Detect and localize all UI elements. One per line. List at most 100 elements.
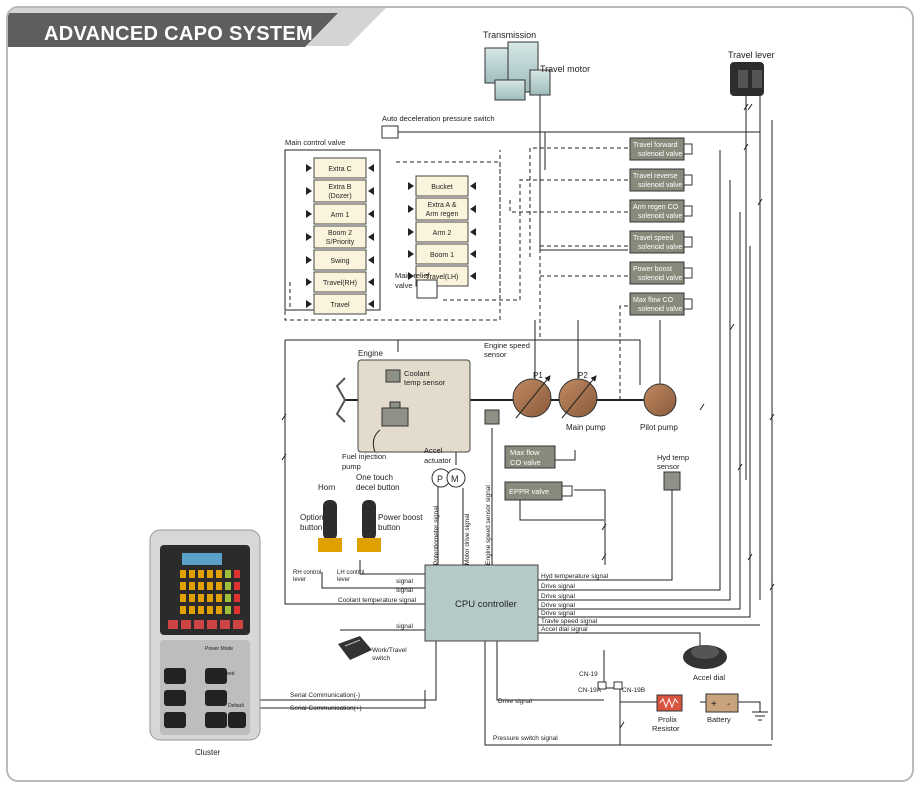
rh-lever-label: RH control bbox=[293, 570, 321, 576]
p1-label: P1 bbox=[533, 371, 543, 380]
solenoid-label-2: solenoid valve bbox=[638, 182, 682, 189]
accel-dial-signal-label: Accel dial signal bbox=[541, 626, 588, 633]
fuel-injection-label: Fuel injection bbox=[342, 452, 386, 461]
engine-speed-label-2: sensor bbox=[484, 350, 507, 359]
solenoid-label-2: solenoid valve bbox=[638, 213, 682, 220]
travel-lever-icon bbox=[730, 62, 764, 96]
fuel-injection-label-2: pump bbox=[342, 462, 361, 471]
solenoid-label: Travel reverse bbox=[633, 173, 678, 180]
signal-label-2: signal bbox=[396, 587, 414, 594]
left-spool-label: Extra C bbox=[328, 166, 351, 173]
rh-lever-label-2: lever bbox=[293, 577, 306, 583]
serial-minus-label: Serial Communication(-) bbox=[290, 692, 360, 699]
hyd-temp-signal-label: Hyd temperature signal bbox=[541, 573, 609, 580]
pm-m-label: M bbox=[451, 474, 459, 484]
solenoid-label: Power boost bbox=[633, 266, 672, 273]
work-travel-label-2: switch bbox=[372, 655, 390, 662]
engine-speed-label: Engine speed bbox=[484, 341, 530, 350]
right-spool-label: Extra A & bbox=[428, 202, 457, 209]
main-relief-label-2: valve bbox=[395, 281, 413, 290]
cluster-default: Default bbox=[228, 703, 244, 709]
coolant-label: Coolant bbox=[404, 369, 431, 378]
left-spool-stack: Extra C Extra B (Dozer) Arm 1 Boom 2 S/Priori… bbox=[306, 158, 374, 314]
ground-icon bbox=[752, 712, 768, 720]
left-spool-label: S/Priority bbox=[326, 239, 355, 246]
solenoid-label-2: solenoid valve bbox=[638, 151, 682, 158]
left-spool-label: Arm 1 bbox=[331, 212, 350, 219]
power-boost-label-2: button bbox=[378, 523, 400, 532]
transmission-label: Transmission bbox=[483, 30, 536, 40]
engine-speed-signal-label: Engine speed sensor signal bbox=[485, 485, 492, 565]
hyd-temp-label-2: sensor bbox=[657, 462, 680, 471]
pilot-pump bbox=[644, 384, 676, 416]
left-spool-label: Travel(RH) bbox=[323, 280, 357, 287]
coolant-temp-signal-label: Coolant temperature signal bbox=[338, 597, 417, 604]
work-travel-switch-icon bbox=[338, 636, 372, 660]
right-spool-label: Arm 2 bbox=[433, 230, 452, 237]
engine-fan-icon bbox=[337, 378, 345, 422]
serial-plus-label: Serial Communication(+) bbox=[290, 705, 362, 712]
horn-label: Horn bbox=[318, 483, 335, 492]
right-spool-label: Arm regen bbox=[426, 211, 459, 218]
pressure-switch-signal-label: Pressure switch signal bbox=[493, 735, 558, 742]
travel-motor-label: Travel motor bbox=[540, 64, 590, 74]
max-flow-co-label: Max flow bbox=[510, 448, 540, 457]
prolix-resistor bbox=[657, 695, 682, 711]
main-relief-label: Main relief bbox=[395, 271, 431, 280]
solenoid-label: Travel forward bbox=[633, 142, 678, 149]
battery-minus: - bbox=[727, 699, 730, 710]
coolant-sensor bbox=[386, 370, 400, 382]
one-touch-label: One touch bbox=[356, 473, 393, 482]
solenoid-label-2: solenoid valve bbox=[638, 244, 682, 251]
potentiometer-signal-label: Potentiometer signal bbox=[433, 505, 440, 565]
auto-decel-switch bbox=[382, 126, 398, 138]
pilot-pump-label: Pilot pump bbox=[640, 423, 678, 432]
auto-decel-switch-label: Auto deceleration pressure switch bbox=[382, 114, 495, 123]
left-spool-label: Swing bbox=[330, 258, 349, 265]
engine-speed-sensor bbox=[485, 410, 499, 424]
pm-p-label: P bbox=[437, 474, 443, 484]
battery-plus: + bbox=[711, 699, 717, 710]
drive-signal-label-4: Drive signal bbox=[541, 610, 576, 617]
power-boost-label: Power boost bbox=[378, 513, 423, 522]
left-spool-label: Extra B bbox=[329, 184, 352, 191]
eppr-label: EPPR valve bbox=[509, 487, 549, 496]
travel-speed-signal-label: Travle speed signal bbox=[541, 618, 598, 625]
left-spool-label: (Dozer) bbox=[328, 193, 351, 200]
option-label: Option bbox=[300, 513, 324, 522]
p2-label: P2 bbox=[578, 371, 588, 380]
lh-lever-label: LH control bbox=[337, 570, 364, 576]
motor-drive-signal-label: Motor drive signal bbox=[464, 513, 471, 565]
drive-signal-label-1: Drive signal bbox=[541, 583, 576, 590]
solenoid-label: Travel speed bbox=[633, 235, 673, 242]
accel-actuator-label-2: actuator bbox=[424, 456, 452, 465]
main-control-valve-label: Main control valve bbox=[285, 138, 345, 147]
cluster-travel-speed: Travel Speed bbox=[205, 671, 235, 677]
cpu-controller-label: CPU controller bbox=[455, 599, 517, 610]
battery-label: Battery bbox=[707, 715, 731, 724]
accel-dial-label: Accel dial bbox=[693, 673, 725, 682]
coolant-label-2: temp sensor bbox=[404, 378, 446, 387]
max-flow-co-label-2: CO valve bbox=[510, 458, 541, 467]
solenoid-label-2: solenoid valve bbox=[638, 306, 682, 313]
signal-label-3: signal bbox=[396, 623, 414, 630]
left-spool-label: Travel bbox=[330, 302, 350, 309]
hyd-temp-label: Hyd temp bbox=[657, 453, 689, 462]
engine-label: Engine bbox=[358, 349, 383, 358]
cluster-label: Cluster bbox=[195, 748, 221, 757]
main-relief-valve bbox=[417, 280, 437, 298]
one-touch-label-2: decel button bbox=[356, 483, 400, 492]
option-label-2: button bbox=[300, 523, 322, 532]
left-spool-label: Boom 2 bbox=[328, 230, 352, 237]
cluster-power-mode: Power Mode bbox=[205, 646, 233, 652]
prolix-label: Prolix bbox=[658, 715, 677, 724]
hyd-temp-sensor bbox=[664, 472, 680, 490]
right-spool-label: Bucket bbox=[431, 184, 452, 191]
right-spool-label: Boom 1 bbox=[430, 252, 454, 259]
right-spool-stack: BucketExtra A &Arm regenArm 2Boom 1Trave… bbox=[408, 176, 476, 286]
signal-label-1: signal bbox=[396, 578, 414, 585]
fuel-injection-pump bbox=[382, 408, 408, 426]
accel-actuator-label: Accel bbox=[424, 446, 443, 455]
